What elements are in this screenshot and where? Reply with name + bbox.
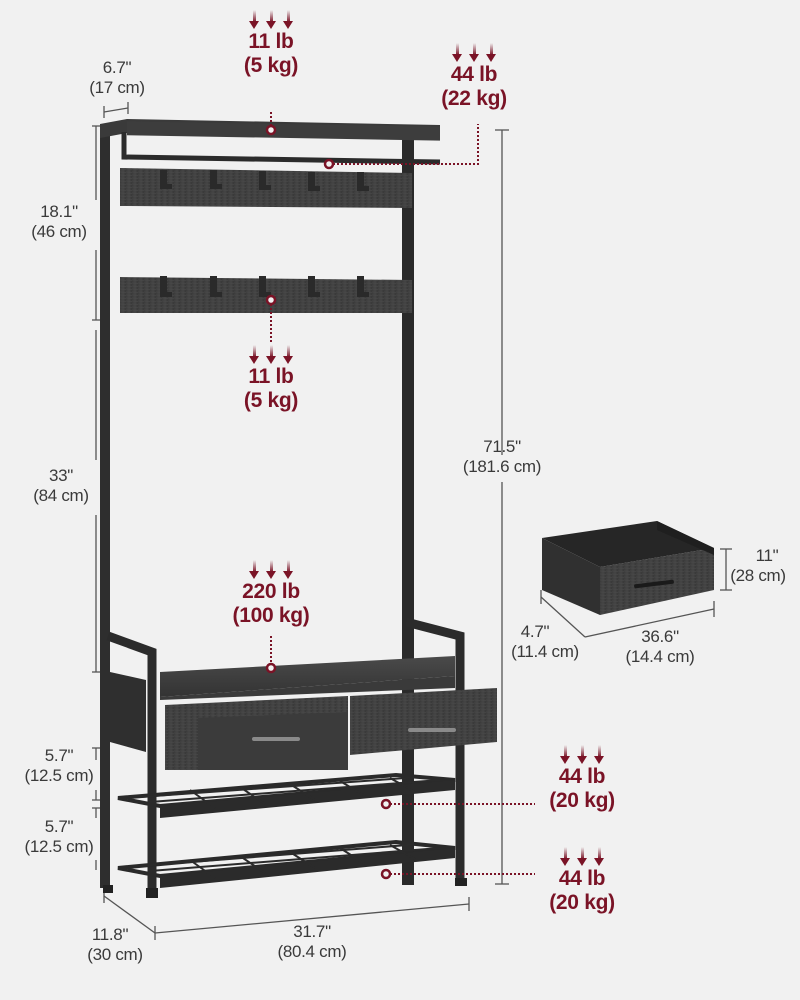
load-markers: [270, 112, 535, 875]
dim-inches: 6.7": [102, 58, 132, 77]
load-upper-shoe-shelf: 44 lb (20 kg): [532, 745, 632, 813]
shelf-gap-lower-dimension: 5.7" (12.5 cm): [24, 817, 94, 856]
drawer-detail-illustration: [542, 521, 714, 615]
down-arrows-icon: [226, 345, 316, 365]
upper-shoe-shelf: [117, 772, 456, 818]
load-hook-rail: 11 lb (5 kg): [226, 345, 316, 413]
load-top-shelf: 11 lb (5 kg): [226, 10, 316, 78]
drawer-height-dimension: 11" (28 cm): [730, 546, 786, 585]
base-width-dimension: 31.7" (80.4 cm): [277, 922, 347, 961]
load-bench-top: 220 lb (100 kg): [221, 560, 321, 628]
dim-cm: (17 cm): [89, 78, 145, 97]
middle-section-height-dimension: 33" (84 cm): [33, 466, 89, 505]
hooks-upper: [160, 170, 369, 191]
load-lower-shoe-shelf: 44 lb (20 kg): [532, 847, 632, 915]
base-depth-dimension: 11.8" (30 cm): [87, 925, 143, 964]
dimension-lines: [92, 102, 732, 940]
down-arrows-icon: [226, 10, 316, 30]
upper-section-height-dimension: 18.1" (46 cm): [31, 202, 87, 241]
drawer-depth-dimension: 4.7" (11.4 cm): [511, 622, 579, 661]
drawer-width-dimension: 36.6" (14.4 cm): [625, 627, 695, 666]
down-arrows-icon: [424, 43, 524, 63]
down-arrows-icon: [532, 745, 632, 765]
load-hanging-rod: 44 lb (22 kg): [424, 43, 524, 111]
hall-tree: [100, 119, 497, 898]
drawer-right: [350, 688, 497, 755]
lower-shoe-shelf: [117, 839, 456, 888]
top-depth-dimension: 6.7" (17 cm): [72, 58, 162, 98]
shelf-gap-upper-dimension: 5.7" (12.5 cm): [24, 746, 94, 785]
down-arrows-icon: [221, 560, 321, 580]
hooks-lower: [160, 276, 369, 297]
total-height-dimension: 71.5" (181.6 cm): [462, 437, 542, 476]
down-arrows-icon: [532, 847, 632, 867]
